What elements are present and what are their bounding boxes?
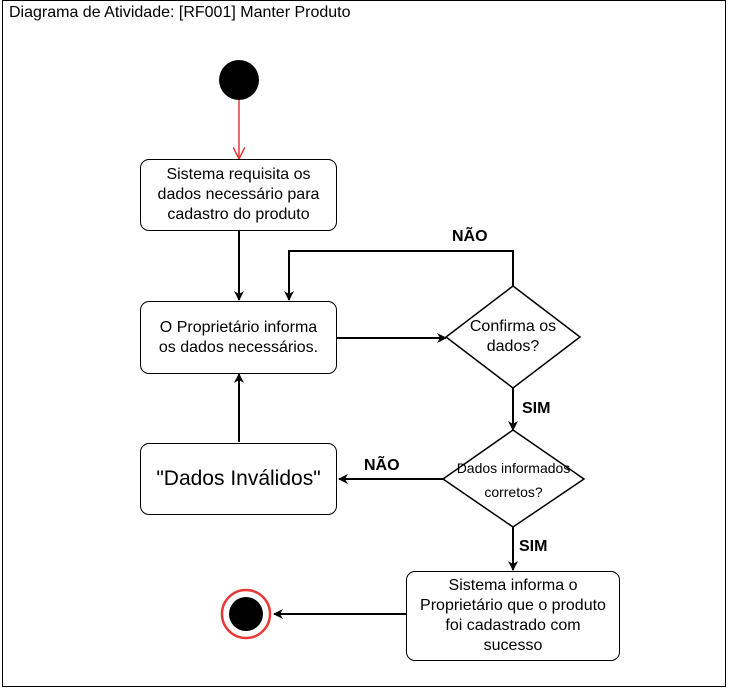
diagram-title: Diagrama de Atividade: [RF001] Manter Pr… [9, 4, 351, 21]
action-request-data: Sistema requisita os dados necessário pa… [140, 159, 337, 231]
action-invalid-data-label: "Dados Inválidos" [156, 467, 321, 490]
guard-confirm-yes: SIM [522, 400, 551, 417]
action-invalid-data: "Dados Inválidos" [140, 443, 337, 515]
action-success: Sistema informa o Proprietário que o pro… [406, 571, 620, 661]
initial-node [219, 60, 259, 100]
correct-decision-label: Dados informados corretos? [456, 460, 571, 500]
final-node-core [229, 597, 263, 631]
flow-confirm-no-loop [284, 250, 514, 301]
correct-decision-diamond [441, 429, 586, 528]
guard-confirm-no: NÃO [452, 228, 488, 245]
confirm-decision-diamond [444, 285, 582, 389]
action-success-label: Sistema informa o Proprietário que o pro… [420, 577, 606, 654]
action-owner-informs-label: O Proprietário informa os dados necessár… [158, 318, 319, 356]
guard-correct-no: NÃO [364, 457, 400, 474]
guard-correct-yes: SIM [519, 538, 548, 555]
action-request-data-label: Sistema requisita os dados necessário pa… [157, 166, 320, 223]
confirm-decision-label: Confirma os dados? [469, 318, 557, 355]
action-owner-informs: O Proprietário informa os dados necessár… [140, 301, 337, 374]
